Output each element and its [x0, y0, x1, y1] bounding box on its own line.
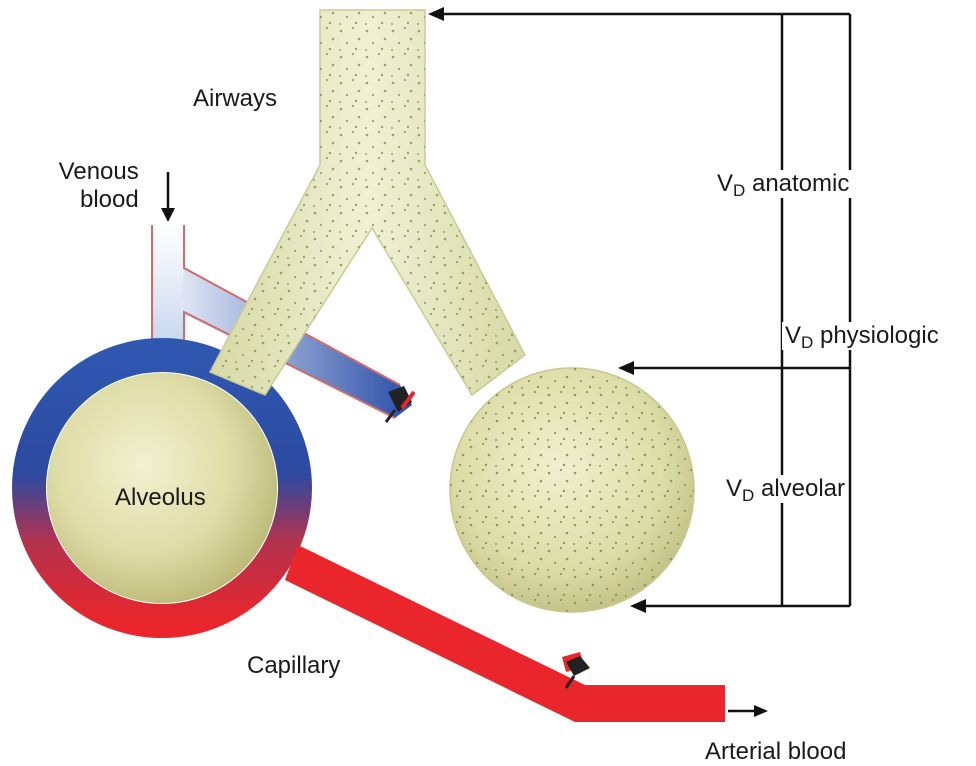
vd-anatomic-subscript: D [733, 181, 745, 200]
anatomic-arrowhead [428, 7, 444, 21]
venous-label-line1: Venous [50, 158, 139, 186]
venous-blood-label: Venous blood [50, 158, 139, 213]
capillary-label: Capillary [247, 652, 340, 680]
vd-physiologic-prefix: V [785, 322, 801, 349]
vd-physiologic-text: physiologic [820, 322, 939, 349]
venous-flow-arrow [161, 172, 175, 222]
airways-label: Airways [193, 85, 277, 113]
vd-anatomic-prefix: V [717, 170, 733, 197]
arterial-blood-label: Arterial blood [705, 738, 846, 766]
vd-anatomic-label: VD anatomic [714, 170, 852, 198]
alveolus-label: Alveolus [115, 484, 206, 512]
vd-alveolar-prefix: V [726, 475, 742, 502]
vd-alveolar-label: VD alveolar [723, 475, 848, 503]
vd-physiologic-label: VD physiologic [782, 322, 942, 350]
vd-anatomic-text: anatomic [752, 170, 849, 197]
vd-alveolar-text: alveolar [761, 475, 845, 502]
physiologic-arrowhead [618, 361, 634, 375]
arterial-flow-arrow [728, 705, 768, 717]
venous-label-line2: blood [50, 186, 139, 214]
vd-physiologic-subscript: D [801, 333, 813, 352]
vd-alveolar-subscript: D [742, 486, 754, 505]
airway-tubes [210, 10, 525, 395]
dead-space-alveolus [450, 368, 694, 612]
alveolar-arrowhead [630, 599, 646, 613]
